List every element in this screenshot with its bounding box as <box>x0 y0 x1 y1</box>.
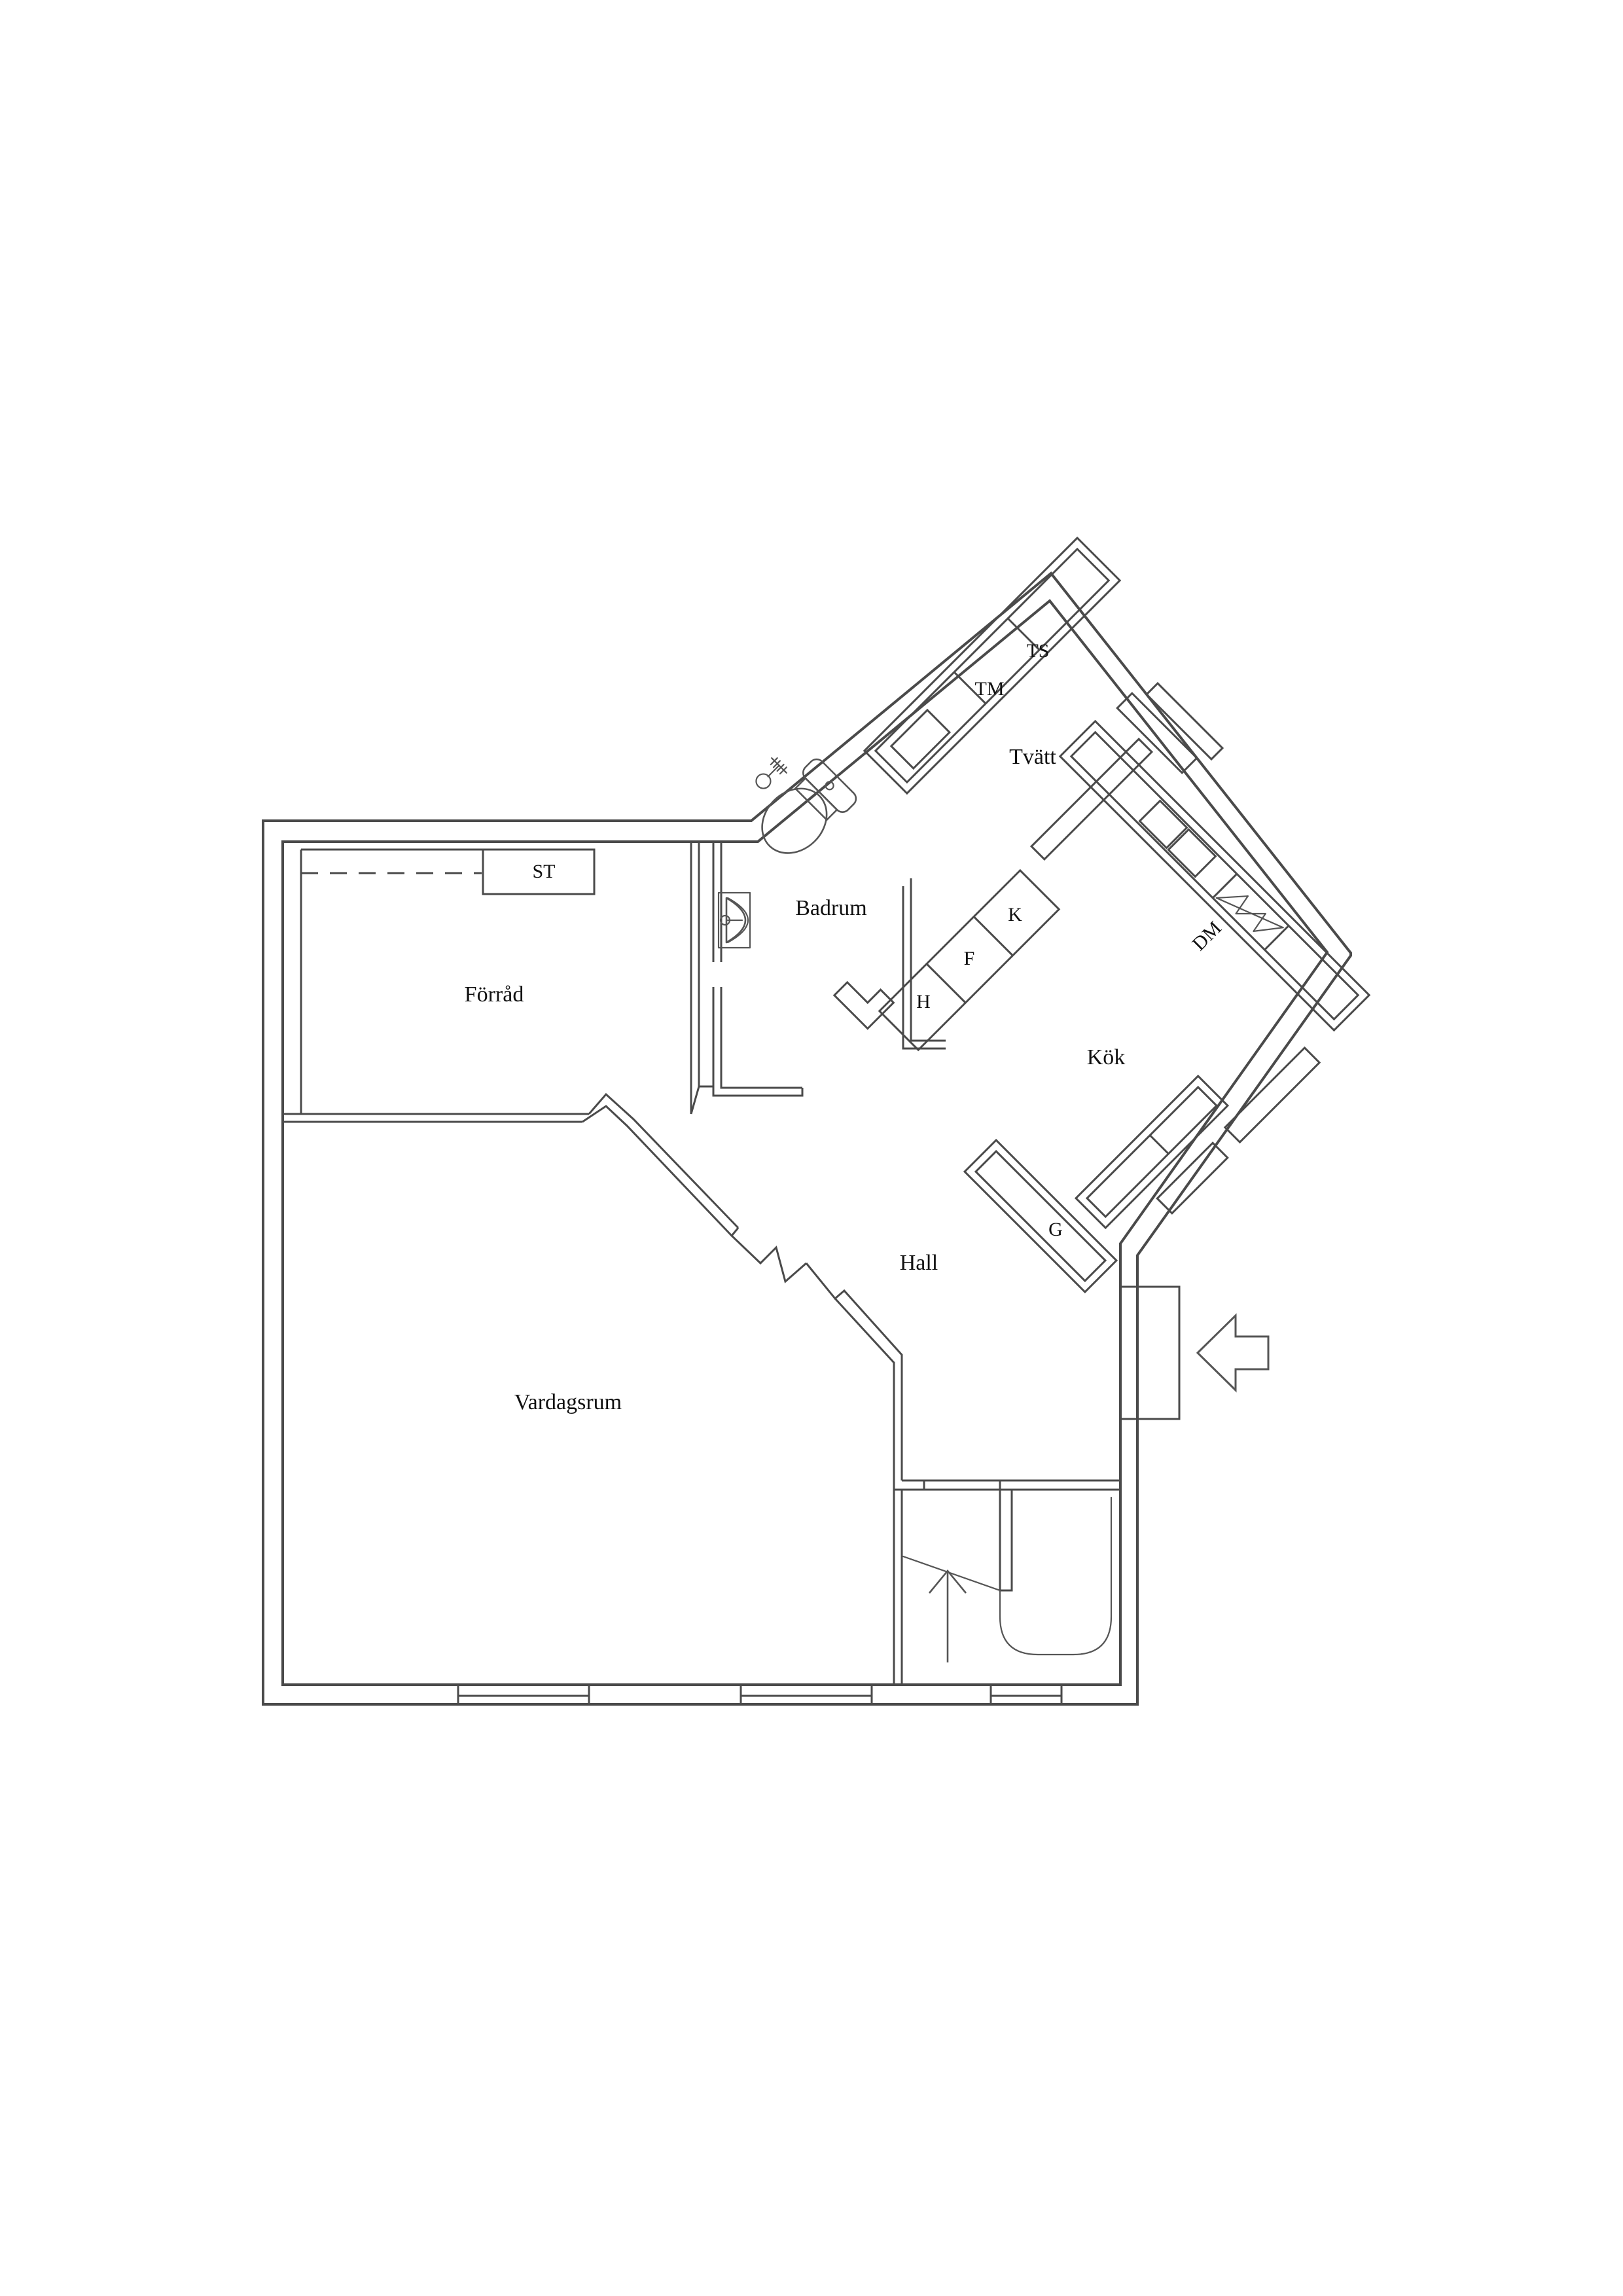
kok-counter-ne <box>1058 719 1371 1032</box>
tvatt-sink-box <box>889 708 952 770</box>
kok-counter-se-inner <box>1085 1085 1219 1219</box>
stair-hall <box>902 1479 1120 1662</box>
partition-zigzag <box>730 1227 807 1283</box>
kok-dm-divider-2 <box>1264 925 1290 951</box>
windows-south <box>457 1683 1063 1706</box>
window-south-1 <box>457 1683 590 1706</box>
room-label-hall: Hall <box>900 1251 938 1275</box>
partition-lower-outer <box>805 1263 903 1480</box>
room-label-forrad: Förråd <box>465 982 524 1007</box>
windows-diagonal <box>1116 692 1321 1215</box>
entrance-niche <box>1137 1285 1181 1420</box>
shower-head-icon <box>755 757 787 789</box>
st-cabinet-box <box>482 848 596 895</box>
badrum-west-wall-inner <box>720 842 802 1089</box>
kok-counter-se-divider <box>1149 1134 1169 1155</box>
partition-lower-inner <box>834 1297 895 1480</box>
stair-stringer-wall <box>999 1480 1013 1592</box>
kok-appliance-row <box>878 869 1061 1052</box>
entrance-direction-arrow-icon <box>1196 1313 1270 1393</box>
appliance-label-st: ST <box>532 861 555 882</box>
appliance-label-f: F <box>964 948 975 969</box>
window-kok-se <box>1223 1046 1321 1144</box>
kitchen-sink-bowl-1 <box>1138 799 1188 850</box>
cook-top-base-icon <box>1215 897 1284 929</box>
g-wardrobe-run <box>963 1138 1118 1294</box>
tvatt-appliance-band-inner <box>874 547 1111 784</box>
window-south-3 <box>990 1683 1063 1706</box>
appliance-label-ts: TS <box>1026 640 1049 662</box>
badrum-east-partition-inner <box>910 878 946 1042</box>
tvatt-appliance-band <box>863 536 1122 795</box>
room-labels: Förråd Badrum Tvätt Kök Hall Vardagsrum <box>465 745 1126 1414</box>
partition-upper-inner <box>582 1105 733 1237</box>
kok-appliance-divider-1 <box>925 963 967 1004</box>
room-label-tvatt: Tvätt <box>1009 745 1056 769</box>
appliance-label-h: H <box>916 991 931 1013</box>
wash-basin-icon <box>717 891 751 949</box>
tvatt-divider-2 <box>1007 617 1041 651</box>
stair-going-line <box>902 1555 1001 1592</box>
hall-vardagsrum-partition <box>582 1092 925 1685</box>
kok-counter-ne-inner <box>1069 730 1360 1021</box>
entrance-threshold <box>1120 1285 1137 1420</box>
window-kok-se-2 <box>1156 1141 1229 1215</box>
entrance-group <box>1120 1285 1270 1420</box>
kok-counter-se <box>1074 1074 1230 1230</box>
kok-appliance-divider-2 <box>973 916 1014 956</box>
tvatt-divider-1 <box>953 671 987 705</box>
stairs-up-arrow-head-icon <box>928 1569 967 1594</box>
room-forrad <box>283 842 700 1123</box>
wc-toilet-icon <box>761 758 857 854</box>
appliance-label-dm: DM <box>1188 917 1226 955</box>
kok-dm-divider-1 <box>1212 873 1238 899</box>
room-label-kok: Kök <box>1087 1045 1126 1069</box>
room-label-badrum: Badrum <box>795 896 867 920</box>
badrum-west-wall <box>712 842 804 1097</box>
appliance-label-k: K <box>1008 904 1022 925</box>
kitchen-sink-bowl-2 <box>1167 828 1217 878</box>
forrad-door-jamb <box>690 1085 715 1115</box>
stair-run-outline <box>999 1496 1113 1656</box>
outer-wall-outline <box>262 571 1352 1706</box>
badrum-east-partition <box>902 886 946 1050</box>
room-kok <box>832 719 1371 1294</box>
kok-appliance-jamb <box>832 980 895 1030</box>
appliance-labels: ST TS TM K F H DM G <box>532 640 1225 1240</box>
room-badrum <box>690 757 946 1115</box>
hall-door-jamb <box>893 1479 925 1491</box>
appliance-label-tm: TM <box>975 678 1005 700</box>
partition-upper-outer <box>588 1092 740 1229</box>
outer-wall-inner-line <box>281 599 1329 1686</box>
room-tvatt <box>863 536 1224 861</box>
tvatt-door-jamb <box>1145 681 1224 761</box>
g-wardrobe-run-inner <box>974 1149 1107 1283</box>
tvatt-kok-partition <box>1029 737 1154 861</box>
window-kok-ne <box>1116 692 1198 774</box>
appliance-label-g: G <box>1048 1219 1063 1240</box>
window-south-2 <box>740 1683 873 1706</box>
room-label-vardagsrum: Vardagsrum <box>514 1390 622 1414</box>
building-envelope <box>262 571 1352 1706</box>
